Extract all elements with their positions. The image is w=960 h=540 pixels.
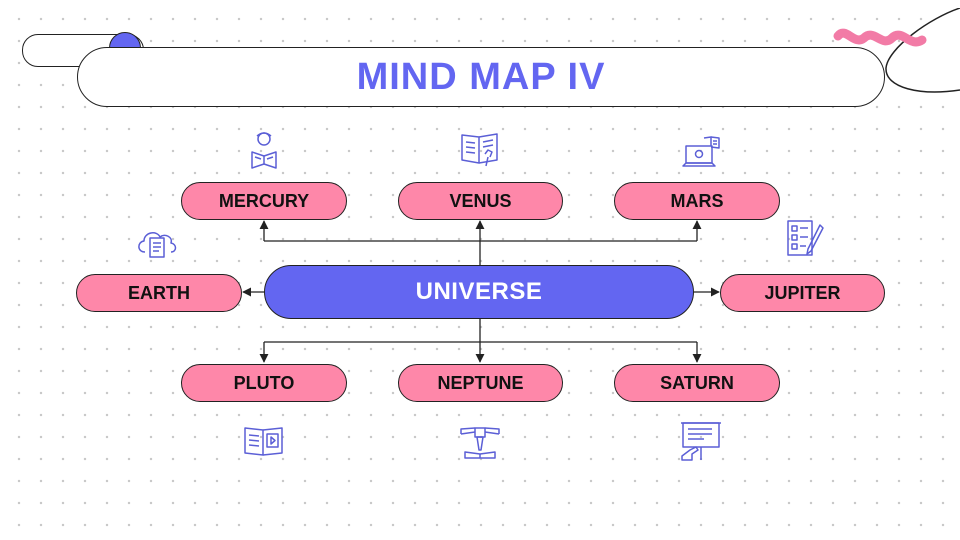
pen-on-book-icon	[460, 427, 500, 459]
center-label: UNIVERSE	[415, 278, 543, 305]
node-earth[interactable]: EARTH	[76, 274, 242, 312]
node-mars[interactable]: MARS	[614, 182, 780, 220]
node-label: NEPTUNE	[437, 372, 524, 393]
checklist-icon	[787, 220, 824, 256]
ebook-icon	[244, 427, 283, 456]
squiggle-decoration	[833, 28, 927, 47]
node-label: EARTH	[128, 282, 190, 303]
node-saturn[interactable]: SATURN	[614, 364, 780, 402]
node-universe[interactable]: UNIVERSE	[264, 265, 694, 319]
node-venus[interactable]: VENUS	[398, 182, 563, 220]
node-neptune[interactable]: NEPTUNE	[398, 364, 563, 402]
page-title: MIND MAP IV	[356, 55, 606, 98]
node-label: VENUS	[449, 190, 512, 211]
node-label: SATURN	[660, 372, 734, 393]
title-pill: MIND MAP IV	[77, 47, 885, 107]
corner-decoration	[885, 8, 960, 93]
open-book-icon	[461, 133, 498, 167]
reading-person-icon	[251, 132, 277, 169]
cloud-document-icon	[138, 232, 177, 258]
node-mercury[interactable]: MERCURY	[181, 182, 347, 220]
node-label: PLUTO	[233, 372, 295, 393]
node-label: MERCURY	[218, 190, 310, 211]
node-label: JUPITER	[764, 282, 841, 303]
presentation-board-icon	[681, 422, 721, 461]
node-label: MARS	[670, 190, 724, 211]
node-jupiter[interactable]: JUPITER	[720, 274, 885, 312]
laptop-book-icon	[682, 136, 720, 167]
node-pluto[interactable]: PLUTO	[181, 364, 347, 402]
